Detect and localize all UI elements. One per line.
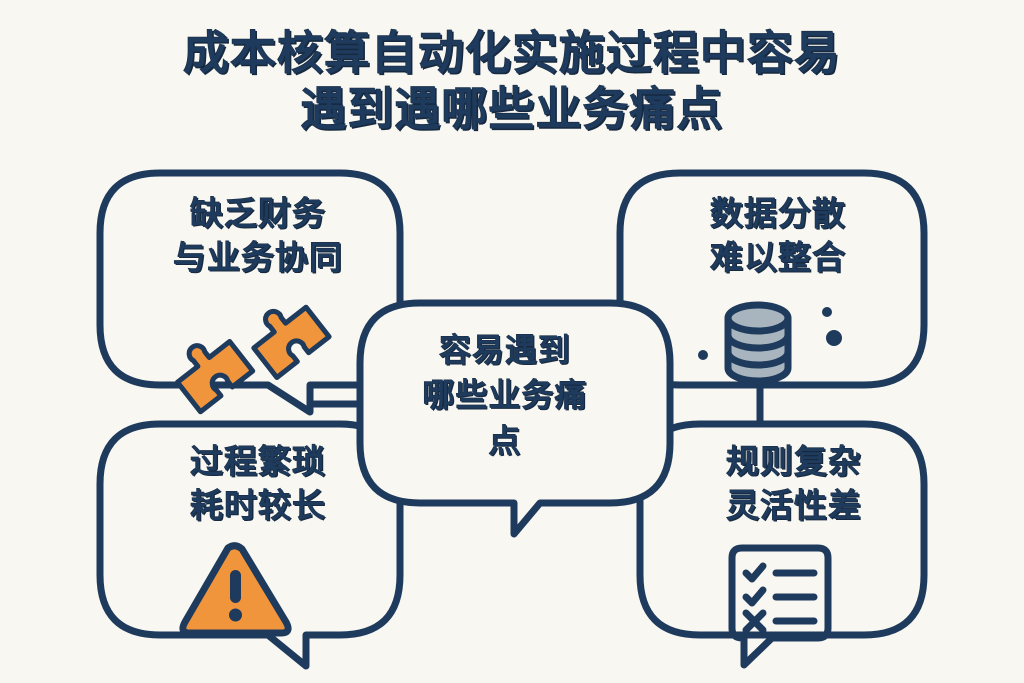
database-ring-2 <box>724 348 792 369</box>
database-icon <box>698 301 842 385</box>
checklist-cross <box>742 609 767 634</box>
warning-triangle-icon <box>179 542 292 637</box>
bubble-top-left-shape[interactable] <box>96 169 404 416</box>
checklist-check-2 <box>742 586 767 607</box>
checklist-sheet <box>728 544 832 669</box>
bubble-top-right-shape[interactable] <box>616 169 928 389</box>
bubble-top-left[interactable] <box>96 169 404 416</box>
database-dot-left <box>698 350 708 360</box>
bubble-center-shape[interactable] <box>356 299 674 538</box>
warning-exclamation-dot <box>229 608 242 622</box>
puzzle-piece-left <box>174 338 256 415</box>
puzzle-piece-right <box>251 304 332 381</box>
database-dot-right <box>826 330 842 346</box>
bubble-top-right[interactable] <box>616 169 928 389</box>
database-top <box>724 301 792 335</box>
database-ring-1 <box>724 331 792 352</box>
checklist-check-1 <box>742 562 767 583</box>
bubble-center[interactable] <box>356 299 674 538</box>
puzzle-pieces-icon <box>174 304 332 415</box>
checklist-icon <box>728 544 832 669</box>
warning-exclamation-bar <box>230 570 241 603</box>
bubble-bottom-right[interactable] <box>636 420 928 639</box>
database-dot-upper-right <box>822 307 832 317</box>
bubble-bottom-right-shape[interactable] <box>636 420 928 639</box>
